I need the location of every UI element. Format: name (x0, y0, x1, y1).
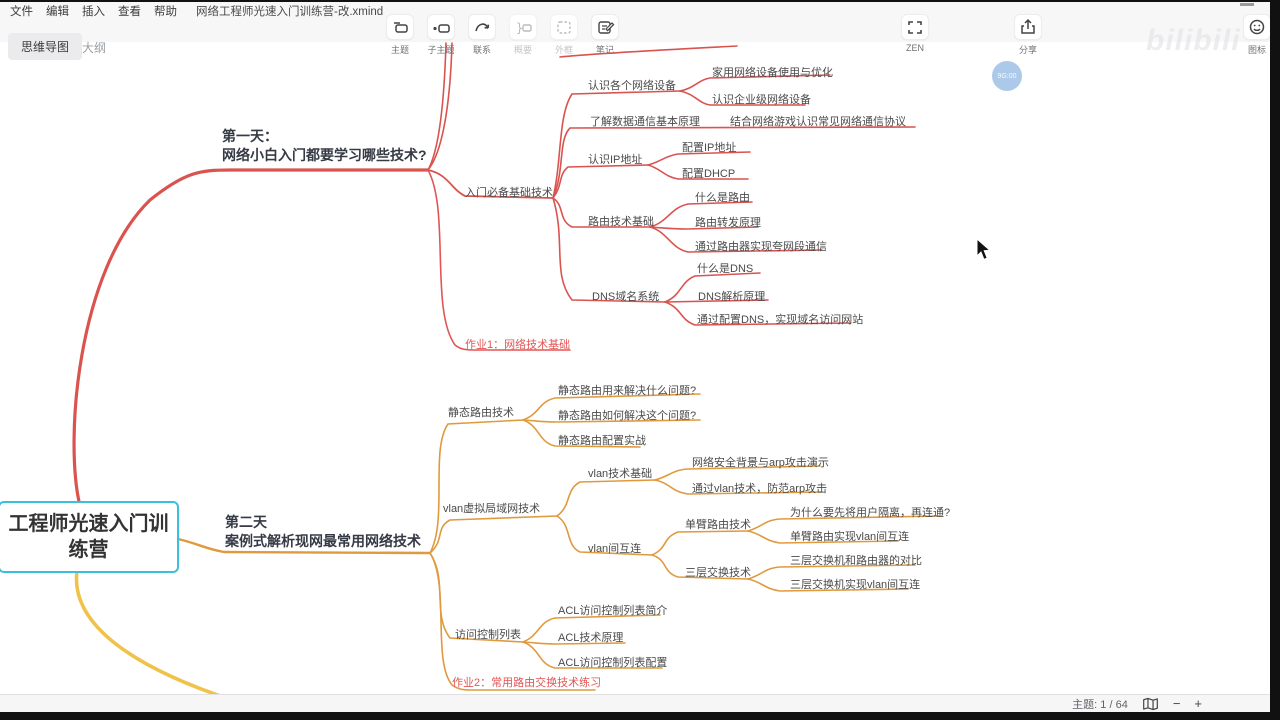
document-title: 网络工程师光速入门训练营-改.xmind (196, 6, 384, 18)
subtopic-button[interactable]: 子主题 (424, 14, 458, 56)
window-frame-bottom (0, 712, 1280, 720)
smiley-icon (1249, 19, 1265, 35)
boundary-icon (557, 21, 571, 34)
topic-homework1[interactable]: 作业1：网络技术基础 (465, 339, 571, 351)
topic-homework2[interactable]: 作业2：常用路由交换技术练习 (452, 677, 602, 689)
topic-forwarding-principle[interactable]: 路由转发原理 (695, 217, 761, 229)
tab-outline[interactable]: 大纲 (82, 41, 107, 55)
relationship-button[interactable]: 联系 (465, 14, 499, 56)
relationship-icon (475, 23, 490, 32)
topic-one-arm-intervlan[interactable]: 单臂路由实现vlan间互连 (790, 531, 910, 543)
menu-file[interactable]: 文件 (10, 6, 33, 18)
topic-cross-segment[interactable]: 通过路由器实现夸网段通信 (695, 241, 827, 253)
topic-isolate-question[interactable]: 为什么要先将用户隔离，再连通? (790, 507, 951, 519)
topic-static-practice[interactable]: 静态路由配置实战 (558, 435, 646, 447)
window-minimize-dash (1240, 3, 1254, 6)
share-button[interactable]: 分享 (1011, 14, 1045, 56)
tab-mindmap[interactable]: 思维导图 (8, 33, 83, 60)
topic-vlan-basics[interactable]: vlan技术基础 (588, 468, 653, 480)
menu-edit[interactable]: 编辑 (46, 6, 69, 18)
svg-text:}: } (516, 21, 523, 35)
day1-branch-line (72, 168, 430, 508)
menu-help[interactable]: 帮助 (154, 6, 177, 18)
topic-static-q2[interactable]: 静态路由如何解决这个问题? (558, 410, 697, 422)
topic-arp-demo[interactable]: 网络安全背景与arp攻击演示 (692, 457, 829, 469)
topic-one-arm-routing[interactable]: 单臂路由技术 (685, 519, 751, 531)
topic-l3-intervlan[interactable]: 三层交换机实现vlan间互连 (790, 579, 921, 591)
topic-configure-dhcp[interactable]: 配置DHCP (682, 168, 736, 180)
topic-acl-config[interactable]: ACL访问控制列表配置 (558, 657, 668, 669)
topic-ip-address[interactable]: 认识IP地址 (588, 154, 643, 166)
topic-icon (394, 22, 408, 33)
connector-lines (72, 42, 941, 702)
summary-icon: } (516, 21, 532, 35)
markers-button[interactable]: 图标 (1240, 14, 1274, 56)
topic-dns-system[interactable]: DNS域名系统 (592, 291, 660, 303)
topic-static-routing[interactable]: 静态路由技术 (448, 407, 514, 419)
status-bar: 主题: 1 / 64 − + (0, 694, 1280, 712)
zoom-in-button[interactable]: + (1194, 696, 1202, 711)
topic-what-is-routing[interactable]: 什么是路由 (695, 192, 750, 204)
map-overview-icon[interactable] (1142, 697, 1159, 711)
bilibili-watermark: bilibili (1146, 24, 1241, 57)
watermark-badge: 9G:00 (992, 61, 1022, 91)
topic-count: 主题: 1 / 64 (1072, 699, 1128, 711)
topic-enterprise-devices[interactable]: 认识企业级网络设备 (712, 94, 811, 106)
notes-button[interactable]: 笔记 (588, 14, 622, 56)
topic-datacom-principles[interactable]: 了解数据通信基本原理 (590, 116, 700, 128)
topic-network-devices[interactable]: 认识各个网络设备 (588, 80, 676, 92)
topic-day2[interactable]: 第二天 案例式解析现网最常用网络技术 (225, 514, 421, 549)
menu-insert[interactable]: 插入 (82, 6, 105, 18)
topic-home-devices[interactable]: 家用网络设备使用与优化 (712, 67, 833, 79)
topic-basic-tech[interactable]: 入门必备基础技术 (465, 187, 553, 199)
window-frame-right (1270, 0, 1280, 720)
day2-branch-line (176, 537, 432, 555)
share-icon (1021, 18, 1035, 34)
summary-button: } 概要 (506, 14, 540, 56)
topic-l3-switching[interactable]: 三层交换技术 (685, 567, 751, 579)
topic-dns-resolution[interactable]: DNS解析原理 (698, 291, 766, 303)
topic-inter-vlan[interactable]: vlan间互连 (588, 543, 642, 555)
topic-acl-intro[interactable]: ACL访问控制列表简介 (558, 605, 668, 617)
topic-vlan-tech[interactable]: vlan虚拟局域网技术 (443, 503, 541, 515)
topic-acl-principle[interactable]: ACL技术原理 (558, 632, 624, 644)
topic-routing-basics[interactable]: 路由技术基础 (588, 216, 654, 228)
mouse-cursor (976, 237, 992, 261)
topic-day1[interactable]: 第一天： 网络小白入门都要学习哪些技术? (222, 128, 427, 163)
central-topic[interactable]: 工程师光速入门训练营 (0, 501, 179, 573)
topic-button[interactable]: 主题 (383, 14, 417, 56)
window-frame-top (0, 0, 1280, 2)
topic-arp-prevent[interactable]: 通过vlan技术，防范arp攻击 (692, 483, 828, 495)
topic-l3-vs-router[interactable]: 三层交换机和路由器的对比 (790, 555, 922, 567)
zoom-out-button[interactable]: − (1172, 696, 1181, 711)
subtopic-icon (433, 24, 450, 33)
zen-button[interactable]: ZEN (898, 14, 932, 53)
notes-icon (598, 21, 615, 34)
header-bar (0, 0, 1280, 42)
menu-bar: 文件 编辑 插入 查看 帮助 网络工程师光速入门训练营-改.xmind (10, 3, 383, 19)
topic-protocols-via-games[interactable]: 结合网络游戏认识常见网络通信协议 (730, 116, 906, 128)
topic-acl[interactable]: 访问控制列表 (455, 629, 521, 641)
zen-mode-icon (908, 21, 922, 34)
topic-dns-config[interactable]: 通过配置DNS，实现域名访问网站 (697, 314, 864, 326)
topic-static-q1[interactable]: 静态路由用来解决什么问题? (558, 385, 697, 397)
boundary-button: 外框 (547, 14, 581, 56)
topic-configure-ip[interactable]: 配置IP地址 (682, 142, 737, 154)
menu-view[interactable]: 查看 (118, 6, 141, 18)
topic-what-is-dns[interactable]: 什么是DNS (697, 263, 754, 275)
